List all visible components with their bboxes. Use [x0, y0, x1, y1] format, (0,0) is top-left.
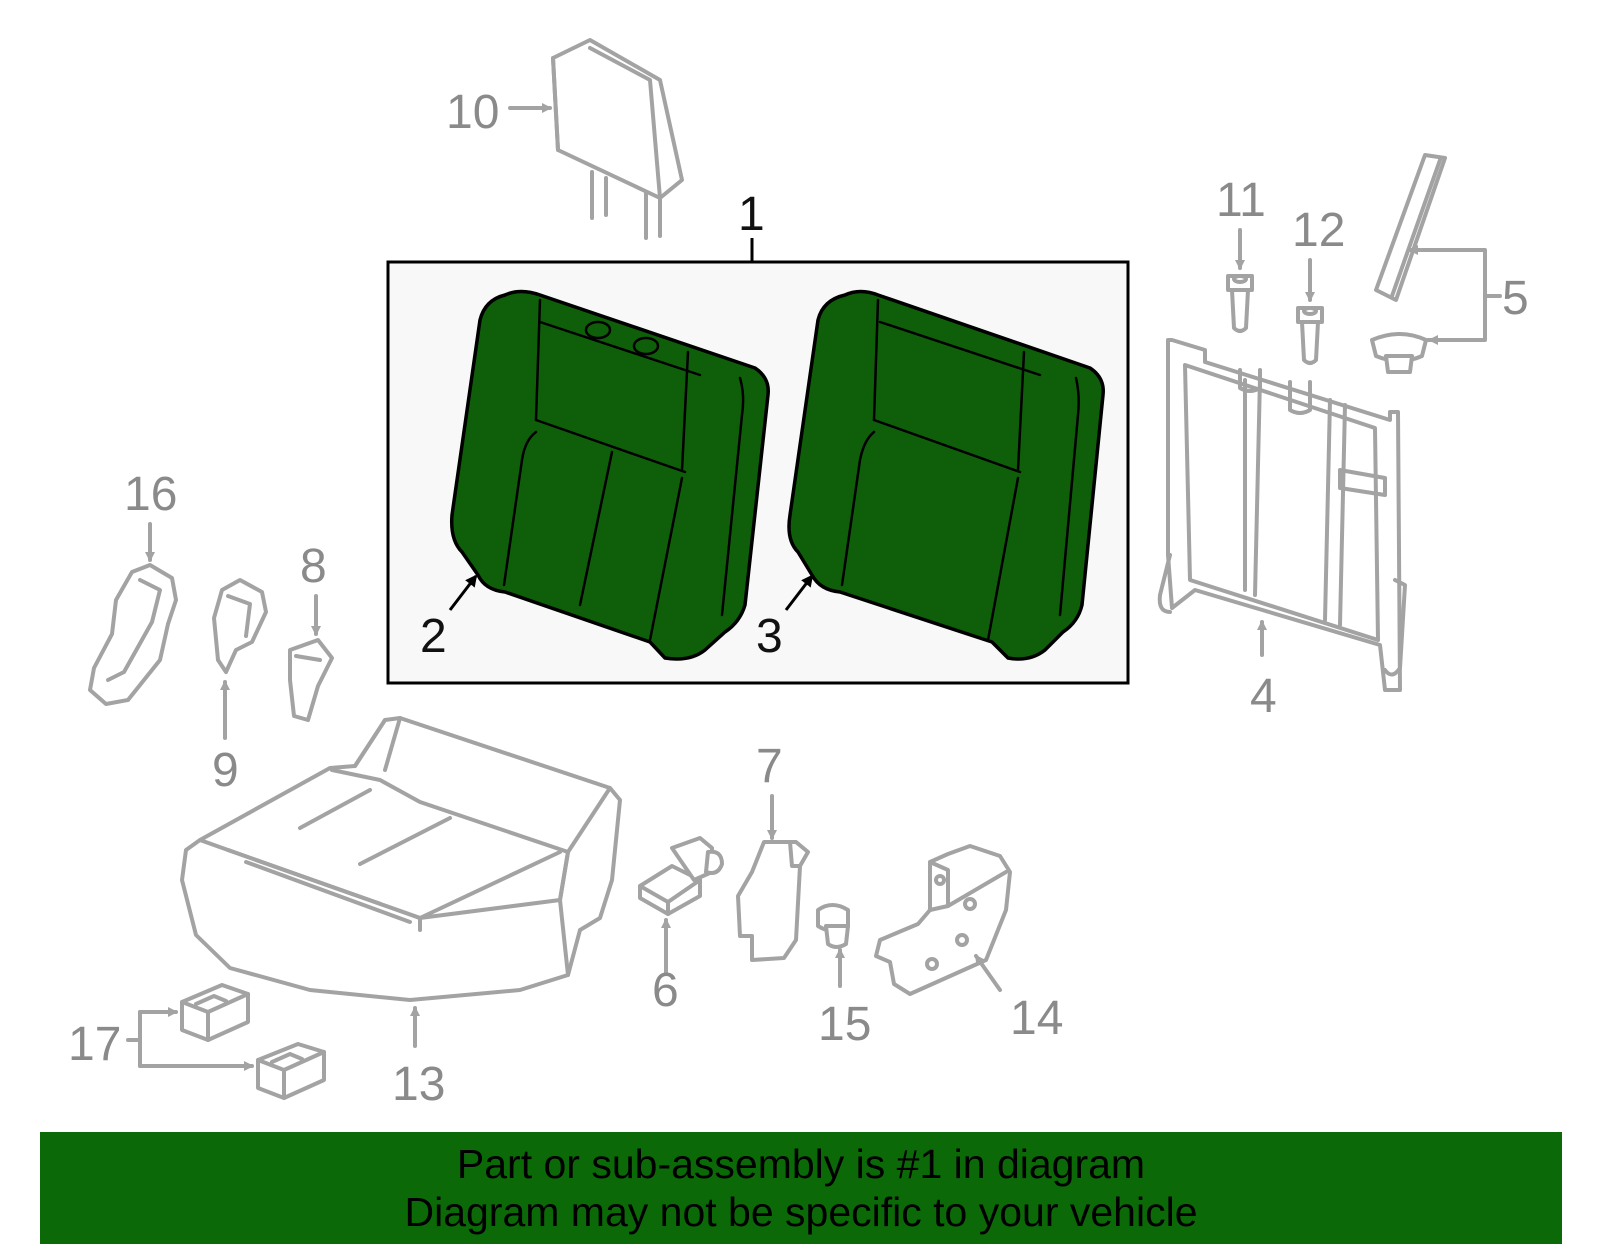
- callout-16: 16: [124, 468, 177, 521]
- bolt-part-12: 12: [1292, 204, 1345, 365]
- banner-line-1: Part or sub-assembly is #1 in diagram: [456, 1141, 1146, 1187]
- callout-13: 13: [392, 1058, 445, 1111]
- striker-part-6: 6: [638, 836, 724, 1017]
- bolt-part-11: 11: [1216, 174, 1266, 333]
- trim-panel-part-7: 7: [736, 740, 810, 962]
- callout-12: 12: [1292, 204, 1345, 257]
- headrest-part-10: 10: [446, 38, 684, 240]
- trim-cover-part-16: 16: [88, 468, 178, 706]
- banner-line-2: Diagram may not be specific to your vehi…: [404, 1189, 1198, 1235]
- callout-15: 15: [818, 998, 871, 1051]
- callout-17: 17: [68, 1018, 121, 1071]
- right-seatback-part-3: 3: [756, 289, 1105, 663]
- spacer-pads-part-17: 17: [68, 983, 326, 1100]
- seat-cushion-part-13: 13: [180, 716, 622, 1111]
- callout-3: 3: [756, 610, 783, 663]
- callout-11: 11: [1216, 174, 1266, 227]
- callout-10: 10: [446, 86, 499, 139]
- seat-frame-part-4: 4: [1157, 338, 1407, 723]
- left-seatback-part-2: 2: [420, 289, 770, 663]
- callout-2: 2: [420, 610, 447, 663]
- callout-6: 6: [652, 964, 679, 1017]
- clip-part-8: 8: [288, 540, 334, 722]
- nut-part-15: 15: [816, 903, 871, 1051]
- callout-8: 8: [300, 540, 327, 593]
- callout-5: 5: [1502, 272, 1529, 325]
- callout-7: 7: [756, 740, 783, 793]
- callout-14: 14: [1010, 992, 1063, 1045]
- info-banner: Part or sub-assembly is #1 in diagram Di…: [40, 1132, 1562, 1244]
- callout-4: 4: [1250, 670, 1277, 723]
- hinge-bracket-part-14: 14: [874, 844, 1063, 1045]
- bracket-part-9: 9: [212, 578, 268, 797]
- latch-part-5: 5: [1370, 153, 1529, 374]
- callout-1: 1: [738, 188, 765, 241]
- callout-9: 9: [212, 744, 239, 797]
